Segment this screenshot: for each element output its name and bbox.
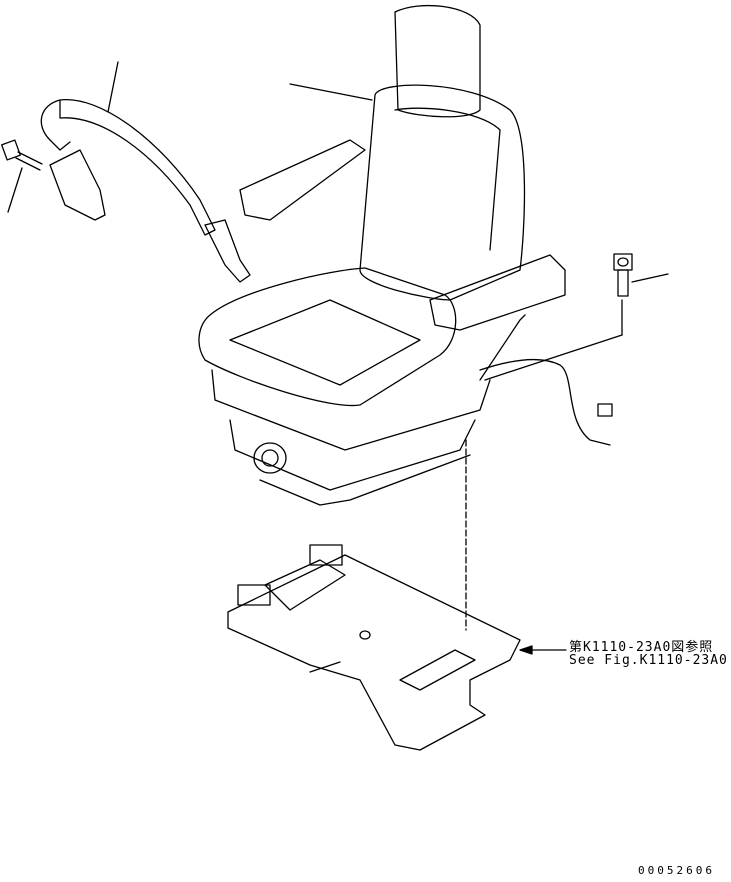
bolt-right	[613, 253, 633, 297]
leader-seatbelt	[107, 61, 119, 113]
leader-bolt-right	[631, 273, 669, 283]
reference-label-japanese: 第K1110-23A0図参照	[569, 640, 714, 655]
leader-bolt-left	[7, 167, 23, 213]
arrow-reference	[519, 645, 533, 655]
seat	[198, 4, 566, 506]
leader-seat	[289, 83, 373, 101]
bolt-left	[1, 139, 43, 171]
wire-harness	[479, 299, 623, 446]
base-plate	[227, 544, 521, 751]
figure-number: 00052606	[638, 864, 715, 877]
seatbelt	[40, 99, 251, 283]
reference-label-english: See Fig.K1110-23A0	[569, 653, 728, 668]
